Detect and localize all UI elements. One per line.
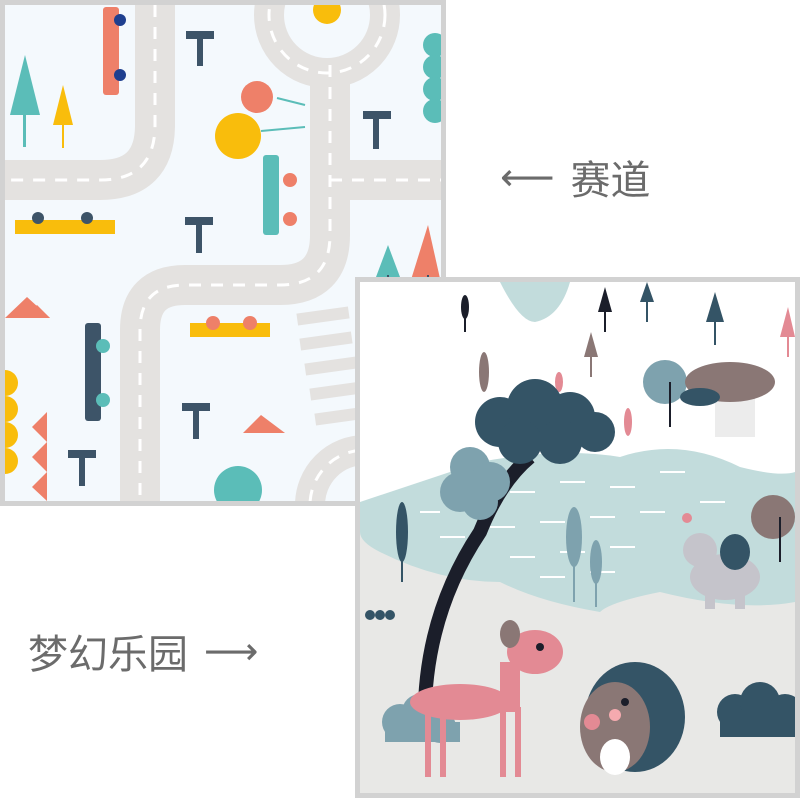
tree-icons (396, 282, 795, 607)
tree-icons (10, 55, 441, 300)
dreamland-label-text: 梦幻乐园 (28, 632, 188, 678)
dreamland-illustration (360, 282, 795, 777)
bush-right (717, 682, 795, 737)
arrow-right-icon: ⟶ (204, 629, 259, 673)
elephant-icon (682, 513, 760, 609)
race-track-label-text: 赛道 (570, 158, 651, 204)
race-track-label: ⟵ 赛道 (500, 148, 650, 206)
deer-icon (410, 620, 563, 777)
dreamland-mat-panel (355, 277, 800, 798)
big-tree-canopy (475, 379, 615, 464)
race-track-mat-panel (0, 0, 446, 506)
mushroom-house-icon (680, 362, 775, 437)
t-sign-icons (68, 31, 391, 486)
dreamland-label: 梦幻乐园 ⟶ (28, 622, 258, 680)
scallop-edge-right (423, 33, 441, 123)
sun-icon (313, 5, 341, 24)
hedgehog-icon (580, 662, 685, 775)
crosswalk (296, 306, 368, 426)
arrow-left-icon: ⟵ (500, 155, 555, 199)
scallop-edge-left (5, 370, 18, 474)
car-icons (15, 7, 297, 421)
lollipop-icons (214, 81, 306, 501)
small-tree-canopy (440, 447, 510, 520)
water-ripples (420, 471, 725, 578)
